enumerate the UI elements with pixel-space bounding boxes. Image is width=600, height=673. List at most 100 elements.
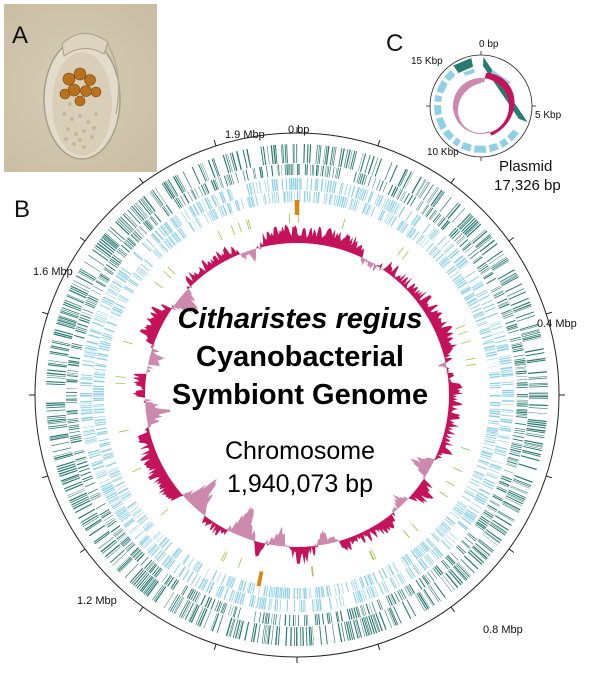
- cds-bar: [440, 522, 450, 531]
- cds-bar: [331, 146, 335, 166]
- cds-bar: [143, 578, 157, 595]
- cds-bar: [93, 395, 105, 397]
- cds-bar: [488, 371, 500, 374]
- cds-bar: [519, 325, 539, 332]
- cds-bar: [180, 211, 188, 222]
- cds-bar: [360, 188, 365, 201]
- cds-bar: [173, 596, 184, 614]
- rna-gene-mark: [397, 247, 404, 256]
- cds-bar: [66, 379, 78, 381]
- cds-bar: [475, 234, 491, 248]
- cds-bar: [196, 217, 203, 228]
- cds-bar: [145, 238, 155, 248]
- cds-bar: [528, 377, 548, 380]
- cds-bar: [528, 407, 548, 409]
- cds-bar: [430, 533, 440, 542]
- cds-bar: [528, 404, 548, 407]
- cds-bar: [100, 539, 117, 553]
- cds-bar: [118, 294, 129, 301]
- cds-bar: [124, 285, 135, 293]
- cds-bar: [504, 497, 523, 507]
- cds-bar: [490, 523, 507, 535]
- cds-bar: [363, 617, 370, 636]
- cds-bar: [440, 523, 449, 532]
- cds-bar: [211, 158, 219, 177]
- cds-bar: [108, 495, 120, 503]
- cds-bar: [187, 557, 195, 568]
- cds-bar: [500, 371, 513, 374]
- cds-bar: [473, 470, 485, 477]
- cds-bar: [443, 537, 453, 547]
- cds-bar: [464, 490, 475, 498]
- cds-bar: [513, 303, 532, 312]
- cds-bar: [501, 309, 512, 315]
- cds-bar: [428, 210, 437, 220]
- cds-bar: [299, 599, 300, 612]
- cds-bar: [130, 505, 140, 513]
- cds-bar: [454, 256, 465, 265]
- cds-bar: [421, 239, 430, 249]
- cds-bar: [140, 263, 150, 272]
- cds-bar: [489, 382, 501, 385]
- cds-bar: [418, 181, 429, 198]
- cds-bar: [259, 166, 263, 178]
- cds-bar: [453, 565, 468, 581]
- cds-bar: [86, 299, 97, 306]
- cds-bar: [510, 448, 521, 453]
- cds-bar: [270, 145, 274, 165]
- cds-bar: [471, 502, 482, 509]
- cds-bar: [168, 594, 179, 611]
- cds-bar: [298, 614, 299, 626]
- cds-bar: [262, 146, 267, 166]
- cds-bar: [527, 422, 547, 427]
- cds-bar: [184, 602, 195, 620]
- cds-bar: [501, 383, 514, 386]
- cds-bar: [475, 494, 487, 502]
- cds-bar: [93, 390, 105, 393]
- cds-bar: [196, 202, 203, 214]
- cds-bar: [487, 365, 499, 368]
- cds-bar: [228, 174, 233, 185]
- cds-bar: [84, 261, 101, 273]
- cds-bar: [378, 611, 387, 630]
- cds-bar: [80, 378, 93, 381]
- cds-bar: [123, 517, 134, 527]
- cds-bar: [239, 592, 244, 605]
- cds-bar: [434, 529, 444, 538]
- cds-bar: [348, 608, 353, 620]
- cds-bar: [49, 352, 69, 357]
- cds-bar: [507, 491, 526, 501]
- cds-bar: [474, 524, 485, 532]
- cds-bar: [46, 404, 66, 407]
- cds-bar: [102, 454, 114, 459]
- cds-bar: [469, 481, 480, 487]
- cds-bar: [129, 207, 143, 222]
- cds-bar: [282, 144, 285, 164]
- cds-bar: [508, 329, 519, 334]
- cds-bar: [46, 383, 66, 386]
- cds-bar: [263, 193, 267, 205]
- cds-bar: [488, 415, 500, 418]
- cds-bar: [270, 598, 273, 611]
- cds-bar: [286, 587, 289, 599]
- cds-bar: [253, 611, 257, 623]
- cds-bar: [306, 144, 309, 164]
- cds-bar: [490, 499, 500, 506]
- chromosome-tick-1.9: 1.9 Mbp: [225, 129, 265, 141]
- cds-bar: [53, 333, 73, 340]
- cds-bar: [451, 230, 461, 240]
- cds-bar: [46, 372, 66, 376]
- cds-bar: [432, 213, 441, 223]
- cds-bar: [328, 180, 333, 193]
- cds-bar: [78, 467, 90, 473]
- cds-bar: [70, 346, 82, 350]
- cds-bar: [89, 453, 101, 459]
- cds-bar: [70, 439, 82, 444]
- plasmid-tick-15: 15 Kbp: [411, 56, 443, 67]
- cds-bar: [338, 147, 343, 167]
- cds-bar: [328, 166, 331, 178]
- cds-bar: [418, 544, 426, 554]
- cds-bar: [336, 611, 340, 623]
- cds-bar: [466, 223, 482, 238]
- cds-bar: [49, 350, 69, 356]
